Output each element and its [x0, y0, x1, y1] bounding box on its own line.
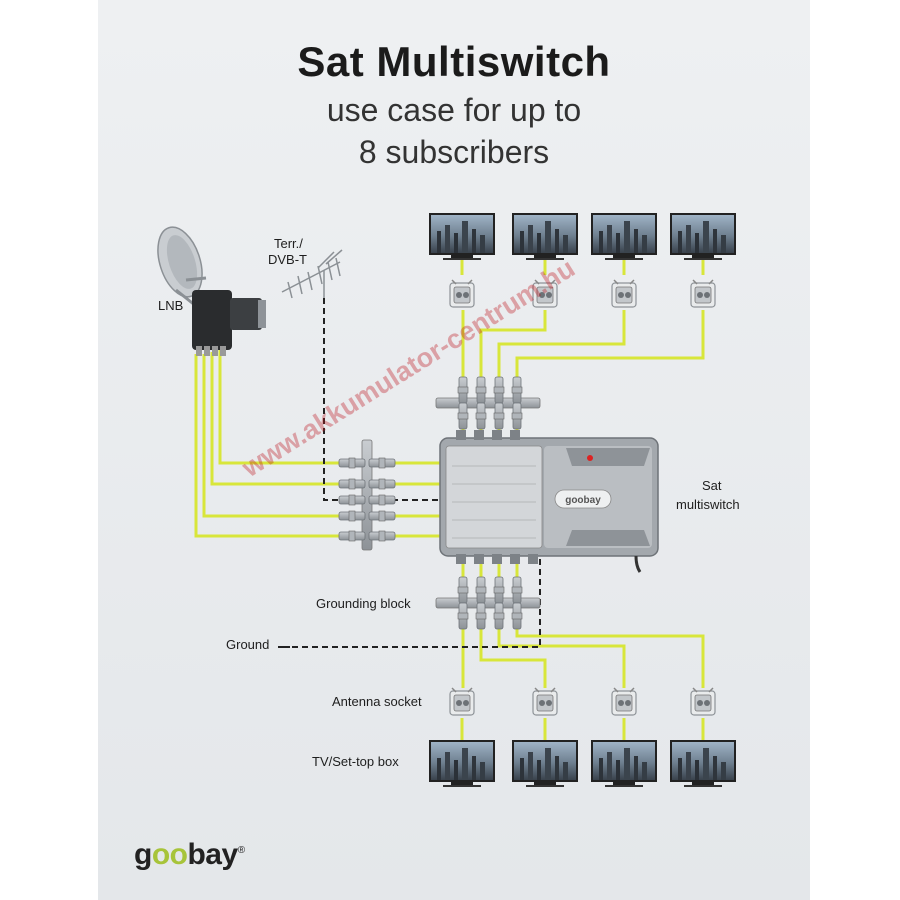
tv-screen-icon [512, 213, 578, 260]
logo-part-bay: bay [187, 838, 238, 871]
sat-label-line-2: multiswitch [676, 497, 740, 512]
antenna-socket-icon [611, 687, 637, 716]
antenna-socket-icon [690, 279, 716, 308]
antenna-socket-label: Antenna socket [332, 694, 422, 709]
antenna-socket-icon [449, 279, 475, 308]
antenna-socket-icon [449, 687, 475, 716]
tv-screen-icon [591, 213, 657, 260]
terrestrial-antenna-icon [281, 249, 343, 299]
antenna-socket-icon [690, 687, 716, 716]
antenna-socket-icon [532, 687, 558, 716]
block-to-switch-cables [392, 461, 440, 538]
antenna-socket-icon [611, 279, 637, 308]
grounding-block-left-icon [338, 439, 396, 551]
tv-screen-icon [512, 740, 578, 787]
tv-settop-label: TV/Set-top box [312, 754, 399, 769]
logo-part-g: g [134, 838, 152, 871]
logo-registered-mark: ® [237, 845, 245, 856]
terrestrial-cable [323, 298, 342, 501]
ground-wire [292, 558, 541, 648]
lnb-cables [194, 350, 340, 538]
tv-screen-icon [429, 213, 495, 260]
lnb-icon [192, 290, 266, 356]
lnb-label: LNB [158, 298, 184, 313]
page-title: Sat Multiswitch [297, 38, 611, 85]
ground-label: Ground [226, 637, 270, 652]
terr-label-line-1: Terr./ [274, 236, 303, 251]
tv-screen-icon [670, 740, 736, 787]
grounding-block-top-icon [435, 376, 541, 430]
sat-label-line-1: Sat [702, 478, 722, 493]
tv-screen-icon [670, 213, 736, 260]
grounding-block-label: Grounding block [316, 596, 411, 611]
subtitle-line-2: 8 subscribers [358, 134, 550, 170]
tv-screen-icon [429, 740, 495, 787]
multiswitch-device-icon [439, 430, 659, 573]
bottom-output-cables [460, 552, 705, 740]
satellite-dish-icon [157, 226, 207, 308]
terr-label-line-2: DVB-T [268, 252, 307, 267]
device-brand-label: goobay [565, 495, 601, 506]
tv-screen-icon [591, 740, 657, 787]
grounding-block-bottom-icon [435, 576, 541, 630]
logo-part-oo: oo [151, 838, 188, 871]
subtitle-line-1: use case for up to [326, 92, 582, 128]
goobay-logo: goobay® [134, 838, 245, 872]
